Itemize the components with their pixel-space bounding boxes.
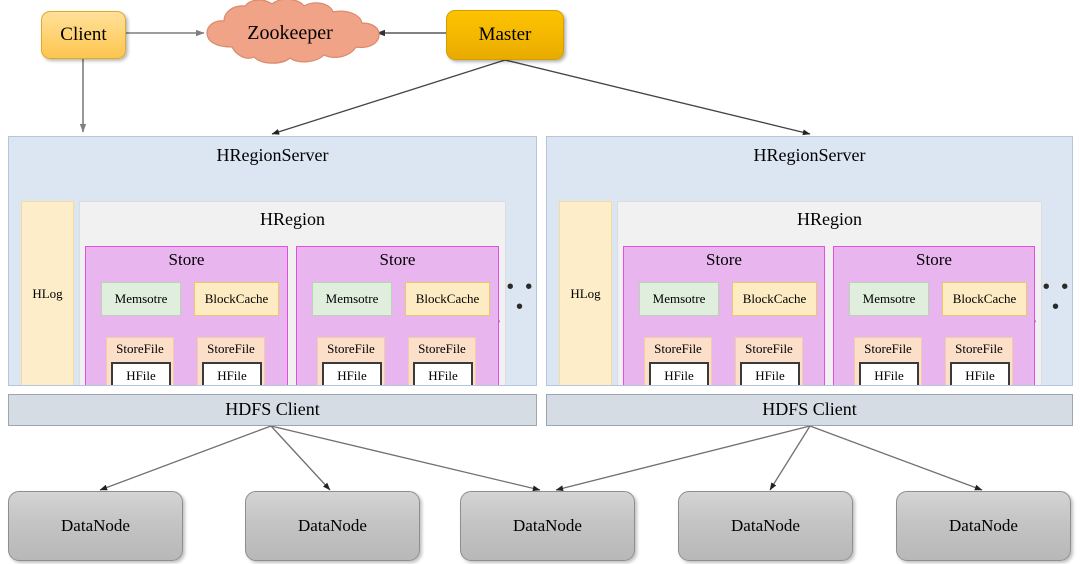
store-left-1[interactable]: Store Memsotre BlockCache StoreFile HFil… [85,246,288,385]
regionserver-right-label: HRegionServer [753,145,866,165]
hregion-left[interactable]: HRegion • • • Store Memsotre BlockCache … [79,201,506,385]
hfile-right-2-2-label: HFile [965,367,995,383]
hfile-left-1-2-label: HFile [217,367,247,383]
blockcache-right-1[interactable]: BlockCache [732,282,817,316]
store-left-1-label: Store [168,250,205,269]
hfile-right-1-2[interactable]: HFile [740,362,800,385]
hfile-left-1-2[interactable]: HFile [202,362,262,385]
regionserver-right-ellipsis: • • • [1042,276,1072,318]
store-right-1-label: Store [706,250,742,269]
edge-master-to-regionserver-right [504,59,811,136]
storefile-left-2-2[interactable]: StoreFile HFile [408,337,476,385]
memstore-right-1-label: Memsotre [652,290,706,306]
store-right-2[interactable]: Store Memsotre BlockCache StoreFile HFil… [833,246,1035,385]
blockcache-left-1[interactable]: BlockCache [194,282,279,316]
storefile-right-1-1[interactable]: StoreFile HFile [644,337,712,385]
storefile-right-2-1-label: StoreFile [864,341,912,356]
blockcache-left-2-label: BlockCache [415,290,480,306]
memstore-left-1-label: Memsotre [114,290,168,306]
storefile-left-2-2-label: StoreFile [418,341,466,356]
datanode-3[interactable]: DataNode [460,491,635,561]
storefile-left-2-1[interactable]: StoreFile HFile [317,337,385,385]
storefile-left-1-2-label: StoreFile [207,341,255,356]
client-box[interactable]: Client [41,11,126,59]
regionserver-right[interactable]: HRegionServer HLog • • • HRegion • • • S… [546,136,1073,386]
regionserver-left-ellipsis: • • • [506,276,536,318]
hlog-left[interactable]: HLog [21,201,74,385]
memstore-left-2[interactable]: Memsotre [312,282,392,316]
storefile-left-1-2[interactable]: StoreFile HFile [197,337,265,385]
hfile-right-2-1[interactable]: HFile [859,362,919,385]
hlog-left-label: HLog [32,285,63,301]
memstore-right-2[interactable]: Memsotre [849,282,929,316]
storefile-left-1-1[interactable]: StoreFile HFile [106,337,174,385]
memstore-right-2-label: Memsotre [862,290,916,306]
hdfs-client-left-label: HDFS Client [225,399,320,420]
blockcache-left-1-label: BlockCache [204,290,269,306]
edge-hdfsclient-left-to-datanode-2 [270,425,331,491]
storefile-right-1-2-label: StoreFile [745,341,793,356]
hfile-right-1-1[interactable]: HFile [649,362,709,385]
edge-hdfsclient-left-to-datanode-3 [270,425,541,492]
datanode-3-label: DataNode [513,515,582,535]
storefile-right-2-2[interactable]: StoreFile HFile [945,337,1013,385]
datanode-4[interactable]: DataNode [678,491,853,561]
hfile-left-2-1[interactable]: HFile [322,362,382,385]
hfile-left-1-1-label: HFile [126,367,156,383]
zookeeper-label: Zookeeper [247,22,333,44]
memstore-right-1[interactable]: Memsotre [639,282,719,316]
memstore-left-2-label: Memsotre [325,290,379,306]
datanode-4-label: DataNode [731,515,800,535]
edge-hdfsclient-left-to-datanode-1 [99,425,272,491]
hdfs-client-left[interactable]: HDFS Client [8,394,537,426]
edge-hdfsclient-right-to-datanode-4 [769,425,811,491]
storefile-right-2-1[interactable]: StoreFile HFile [854,337,922,385]
hfile-right-1-2-label: HFile [755,367,785,383]
blockcache-right-2[interactable]: BlockCache [942,282,1027,316]
datanode-5[interactable]: DataNode [896,491,1071,561]
edge-hdfsclient-right-to-datanode-3 [555,425,811,492]
hlog-right[interactable]: HLog [559,201,612,385]
master-label: Master [478,23,532,45]
hfile-left-2-2[interactable]: HFile [413,362,473,385]
regionserver-left-label: HRegionServer [216,145,329,165]
blockcache-left-2[interactable]: BlockCache [405,282,490,316]
hregion-right-label: HRegion [797,209,862,229]
store-left-2-label: Store [379,250,416,269]
store-left-2[interactable]: Store Memsotre BlockCache StoreFile HFil… [296,246,499,385]
datanode-1-label: DataNode [61,515,130,535]
hregion-right[interactable]: HRegion • • • Store Memsotre BlockCache … [617,201,1042,385]
datanode-2[interactable]: DataNode [245,491,420,561]
storefile-left-1-1-label: StoreFile [116,341,164,356]
blockcache-right-2-label: BlockCache [952,290,1017,306]
storefile-right-1-2[interactable]: StoreFile HFile [735,337,803,385]
zookeeper-cloud[interactable]: Zookeeper [190,0,390,66]
regionserver-left[interactable]: HRegionServer HLog • • • HRegion • • • S… [8,136,537,386]
client-label: Client [60,23,107,45]
datanode-1[interactable]: DataNode [8,491,183,561]
datanode-2-label: DataNode [298,515,367,535]
blockcache-right-1-label: BlockCache [742,290,807,306]
store-right-1[interactable]: Store Memsotre BlockCache StoreFile HFil… [623,246,825,385]
edge-master-to-regionserver-left [271,59,506,135]
hdfs-client-right-label: HDFS Client [762,399,857,420]
edge-hdfsclient-right-to-datanode-5 [809,425,983,491]
cloud-icon [206,0,380,64]
hfile-left-2-1-label: HFile [337,367,367,383]
hfile-right-1-1-label: HFile [664,367,694,383]
hfile-left-2-2-label: HFile [428,367,458,383]
hlog-right-label: HLog [570,285,601,301]
hfile-left-1-1[interactable]: HFile [111,362,171,385]
hfile-right-2-2[interactable]: HFile [950,362,1010,385]
datanode-5-label: DataNode [949,515,1018,535]
hdfs-client-right[interactable]: HDFS Client [546,394,1073,426]
memstore-left-1[interactable]: Memsotre [101,282,181,316]
storefile-left-2-1-label: StoreFile [327,341,375,356]
storefile-right-1-1-label: StoreFile [654,341,702,356]
hfile-right-2-1-label: HFile [874,367,904,383]
hregion-left-label: HRegion [260,209,325,229]
master-box[interactable]: Master [446,10,564,60]
storefile-right-2-2-label: StoreFile [955,341,1003,356]
store-right-2-label: Store [916,250,952,269]
